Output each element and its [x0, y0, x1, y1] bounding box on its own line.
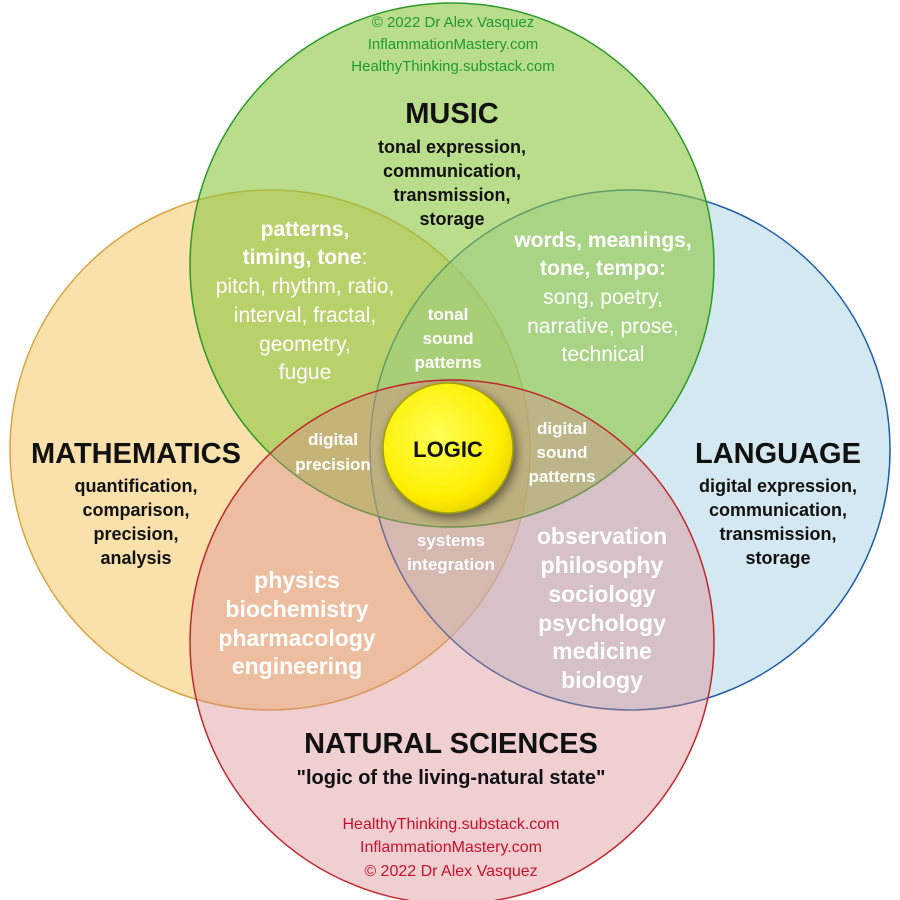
language-science-item: philosophy [541, 552, 664, 578]
language-desc-line: storage [745, 548, 810, 568]
music-math-item: fugue [279, 361, 332, 384]
mathematics-desc-line: precision, [93, 524, 178, 544]
music-language-heading: tone, tempo: [540, 257, 666, 280]
credit-bottom-line: InflammationMastery.com [360, 839, 542, 856]
music-math-heading: patterns, [261, 218, 350, 241]
credit-top-line: HealthyThinking.substack.com [351, 58, 554, 75]
credit-bottom-line: © 2022 Dr Alex Vasquez [364, 863, 537, 880]
credit-bottom-line: HealthyThinking.substack.com [343, 816, 560, 833]
language-title: LANGUAGE [695, 438, 861, 470]
digital-sound-patterns-label: sound [537, 443, 588, 462]
music-language-heading: words, meanings, [513, 229, 691, 252]
digital-sound-patterns-label: digital [537, 419, 587, 438]
music-desc-line: storage [419, 209, 484, 229]
mathematics-desc-line: comparison, [82, 500, 189, 520]
language-desc-line: digital expression, [699, 476, 857, 496]
digital-sound-patterns-label: patterns [528, 467, 595, 486]
mathematics-desc-line: quantification, [75, 476, 198, 496]
music-title: MUSIC [405, 98, 499, 130]
natural-sciences-quote: "logic of the living-natural state" [297, 767, 606, 789]
language-science-item: psychology [538, 610, 666, 636]
language-science-item: observation [537, 523, 667, 549]
logic-label: LOGIC [413, 437, 483, 462]
music-language-item: technical [562, 343, 645, 366]
credit-top-line: InflammationMastery.com [368, 36, 539, 53]
music-math-item: interval, fractal, [234, 304, 376, 327]
tonal-sound-patterns-label: tonal [428, 305, 469, 324]
systems-integration-label: systems [417, 531, 485, 550]
credit-top-line: © 2022 Dr Alex Vasquez [372, 14, 535, 31]
logic-circle [382, 382, 514, 514]
music-circle [189, 2, 715, 528]
music-desc-line: transmission, [393, 185, 510, 205]
math-science-item: biochemistry [225, 596, 368, 622]
music-desc-line: communication, [383, 161, 521, 181]
natural-sciences-circle [189, 379, 715, 900]
tonal-sound-patterns-label: sound [423, 329, 474, 348]
math-science-item: pharmacology [218, 625, 375, 651]
math-science-item: engineering [232, 653, 362, 679]
language-science-item: medicine [552, 638, 652, 664]
systems-integration-label: integration [407, 555, 495, 574]
music-language-item: song, poetry, [543, 286, 663, 309]
natural-sciences-title: NATURAL SCIENCES [304, 728, 598, 760]
music-math-heading: timing, tone: [243, 246, 368, 269]
mathematics-desc-line: analysis [100, 548, 171, 568]
language-desc-line: transmission, [719, 524, 836, 544]
digital-precision-label: digital [308, 430, 358, 449]
tonal-sound-patterns-label: patterns [414, 353, 481, 372]
language-desc-line: communication, [709, 500, 847, 520]
music-language-item: narrative, prose, [527, 315, 679, 338]
language-science-item: biology [561, 667, 643, 693]
music-math-item: pitch, rhythm, ratio, [216, 275, 395, 298]
music-math-item: geometry, [259, 333, 351, 356]
language-science-item: sociology [548, 581, 656, 607]
mathematics-title: MATHEMATICS [31, 438, 241, 470]
math-science-item: physics [254, 567, 340, 593]
digital-precision-label: precision [295, 455, 371, 474]
music-desc-line: tonal expression, [378, 137, 526, 157]
